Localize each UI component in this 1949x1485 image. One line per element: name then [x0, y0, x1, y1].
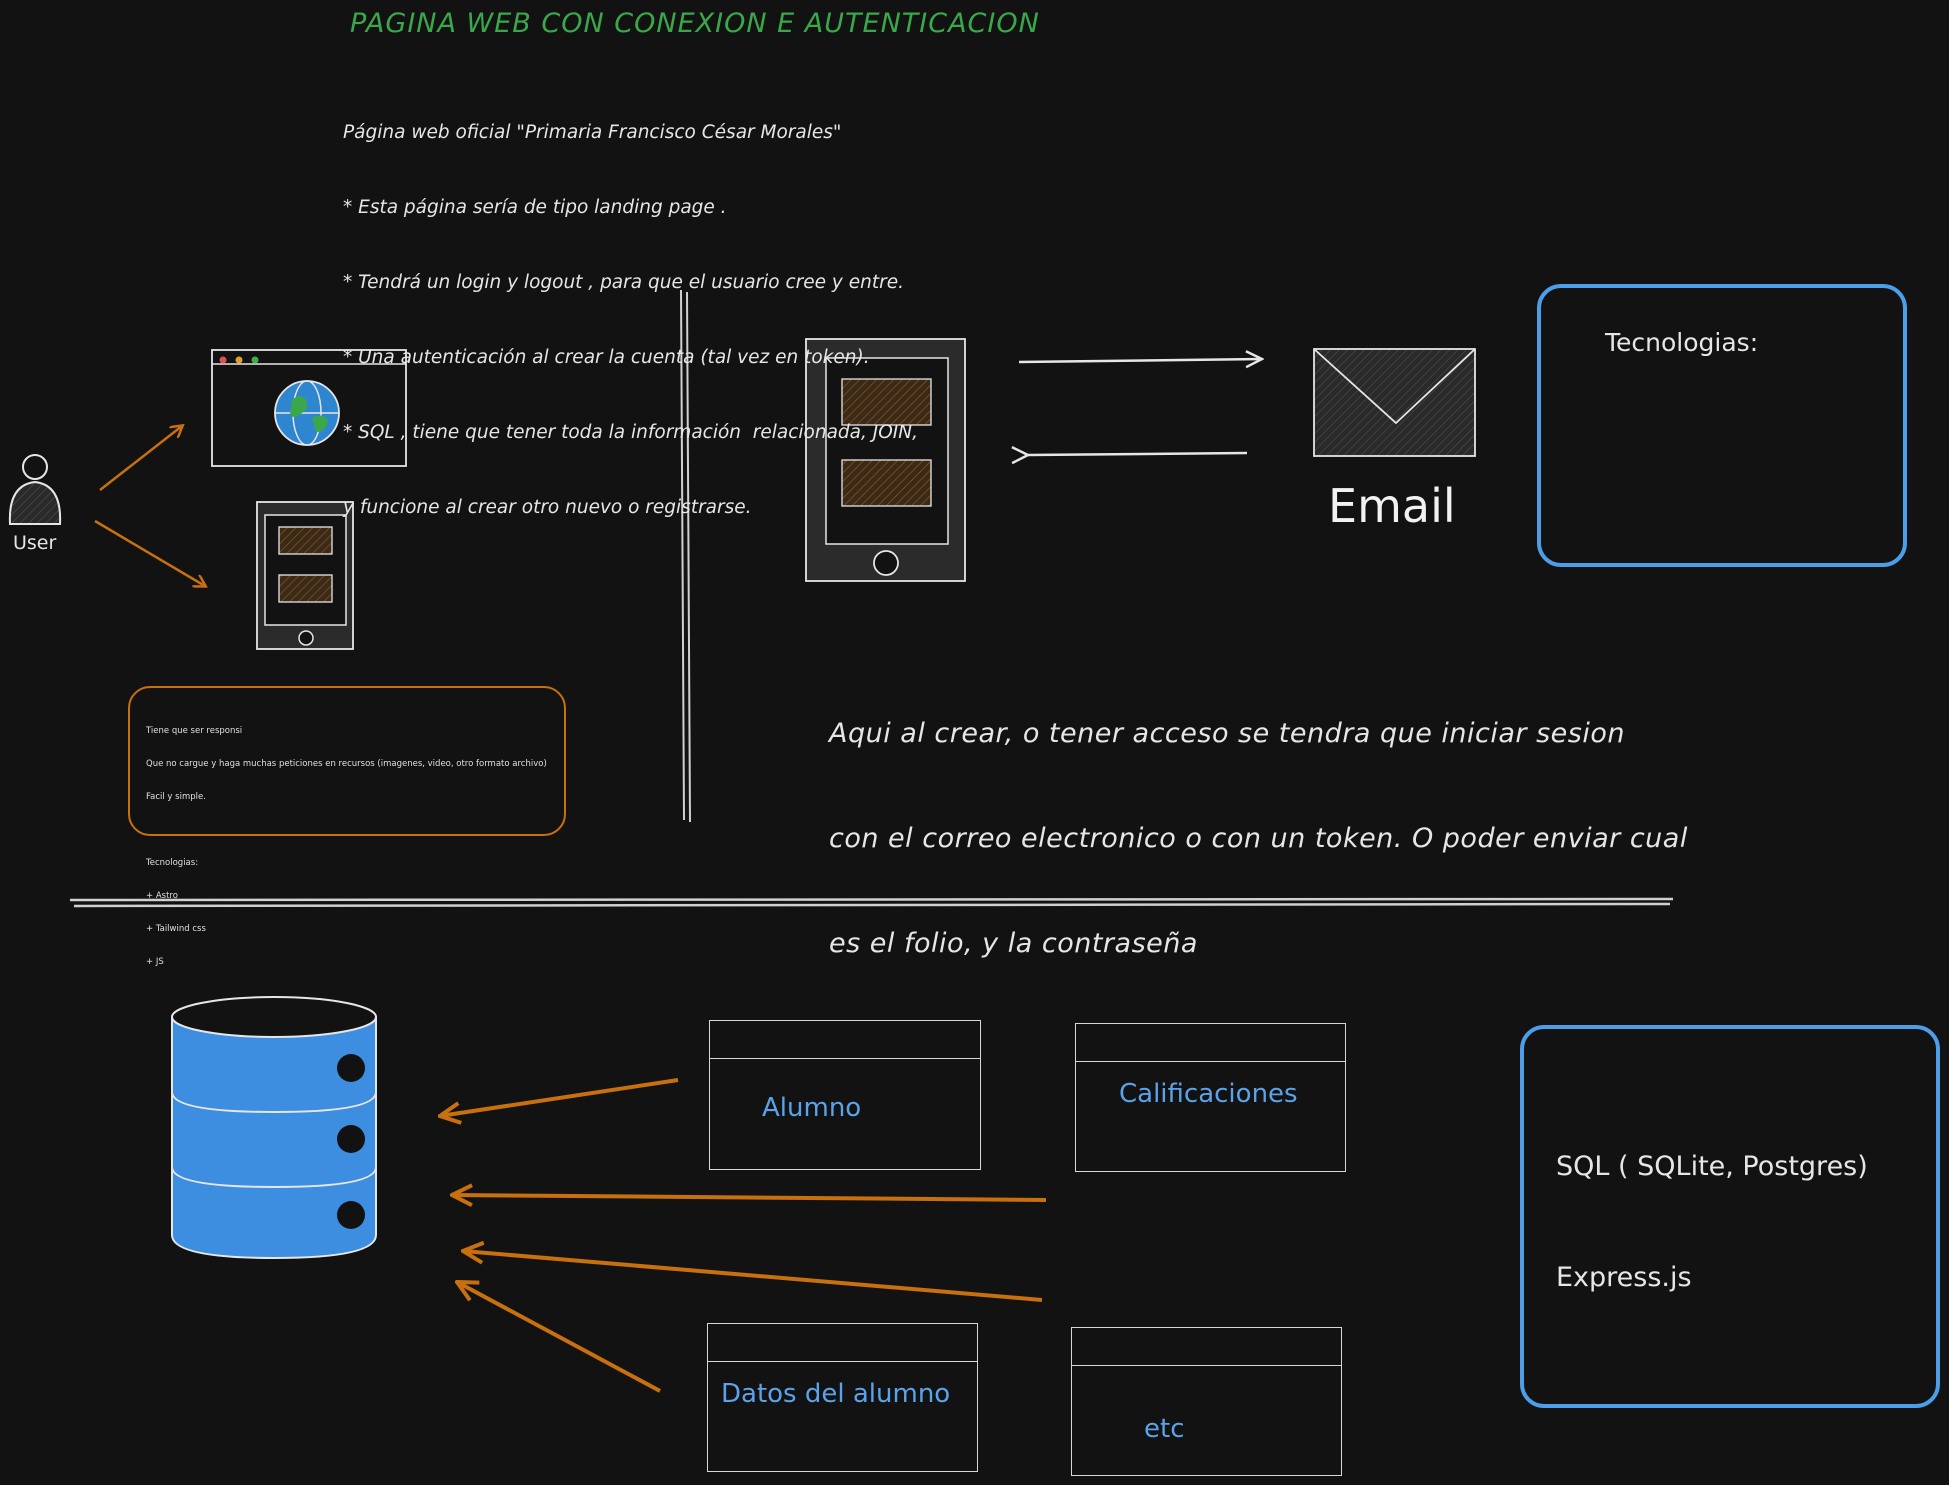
- mobile-device-icon: [256, 501, 354, 650]
- note-line: Facil y simple.: [146, 792, 206, 802]
- access-line: Aqui al crear, o tener acceso se tendra …: [829, 718, 1625, 749]
- description-line: Página web oficial "Primaria Francisco C…: [343, 122, 842, 143]
- note-line: + JS: [146, 957, 164, 967]
- note-line: Que no cargue y haga muchas peticiones e…: [146, 759, 547, 769]
- access-line: es el folio, y la contraseña: [829, 928, 1198, 959]
- backend-stack-line: SQL ( SQLite, Postgres): [1556, 1151, 1868, 1182]
- table-calificaciones: Calificaciones: [1075, 1023, 1346, 1172]
- email-to-mobile-arrow: [1028, 453, 1248, 455]
- requirements-note-box: [128, 686, 566, 836]
- technologies-label: Tecnologias:: [1605, 328, 1759, 357]
- user-to-browser-arrow: [99, 426, 182, 491]
- alumno-to-db-arrow: [440, 1078, 679, 1116]
- note-line: + Astro: [146, 891, 178, 901]
- table-calificaciones-label: Calificaciones: [1119, 1079, 1298, 1109]
- access-description: Aqui al crear, o tener acceso se tendra …: [829, 646, 1688, 996]
- user-icon: [8, 454, 62, 525]
- note-line: Tecnologias:: [146, 858, 199, 868]
- table-datos-alumno: Datos del alumno: [707, 1323, 978, 1472]
- description-line: * Una autenticación al crear la cuenta (…: [343, 347, 870, 368]
- description-line: * SQL , tiene que tener toda la informac…: [343, 422, 918, 443]
- user-to-mobile-arrow: [94, 519, 205, 586]
- description-line: y funcione al crear otro nuevo o registr…: [343, 497, 752, 518]
- backend-stack-box: [1520, 1025, 1940, 1408]
- large-mobile-device-icon: [805, 338, 966, 582]
- description-line: * Tendrá un login y logout , para que el…: [343, 272, 904, 293]
- globe-icon: [274, 380, 340, 446]
- table-header: [1076, 1024, 1345, 1062]
- note-line: + Tailwind css: [146, 924, 206, 934]
- table-alumno: Alumno: [709, 1020, 981, 1170]
- mobile-to-email-arrow: [1018, 359, 1262, 362]
- table-alumno-label: Alumno: [762, 1093, 862, 1123]
- backend-stack-line: Express.js: [1556, 1262, 1692, 1293]
- datos-alumno-to-db-arrow: [457, 1282, 661, 1393]
- table-header: [708, 1324, 977, 1362]
- etc-to-db-arrow: [463, 1251, 1043, 1302]
- description-line: * Esta página sería de tipo landing page…: [343, 197, 727, 218]
- project-description: Página web oficial "Primaria Francisco C…: [343, 70, 918, 545]
- vertical-divider: [680, 289, 691, 823]
- horizontal-divider: [69, 897, 1674, 908]
- table-etc: etc: [1071, 1327, 1342, 1476]
- backend-stack-text: SQL ( SQLite, Postgres) Express.js: [1556, 1074, 1868, 1333]
- page-title: PAGINA WEB CON CONEXION E AUTENTICACION: [350, 8, 1040, 39]
- note-line: Tiene que ser responsi: [146, 726, 243, 736]
- table-datos-alumno-label: Datos del alumno: [721, 1379, 951, 1409]
- user-label: User: [13, 532, 57, 554]
- table-header: [710, 1021, 980, 1059]
- note-line: [146, 825, 547, 836]
- calificaciones-to-db-arrow: [452, 1195, 1047, 1200]
- table-header: [1072, 1328, 1341, 1366]
- access-line: con el correo electronico o con un token…: [829, 823, 1688, 854]
- email-label: Email: [1328, 479, 1456, 533]
- table-etc-label: etc: [1144, 1414, 1185, 1444]
- requirements-note-text: Tiene que ser responsi Que no cargue y h…: [146, 704, 547, 979]
- database-icon: [171, 996, 377, 1260]
- envelope-icon: [1313, 348, 1476, 457]
- technologies-box: [1537, 284, 1907, 567]
